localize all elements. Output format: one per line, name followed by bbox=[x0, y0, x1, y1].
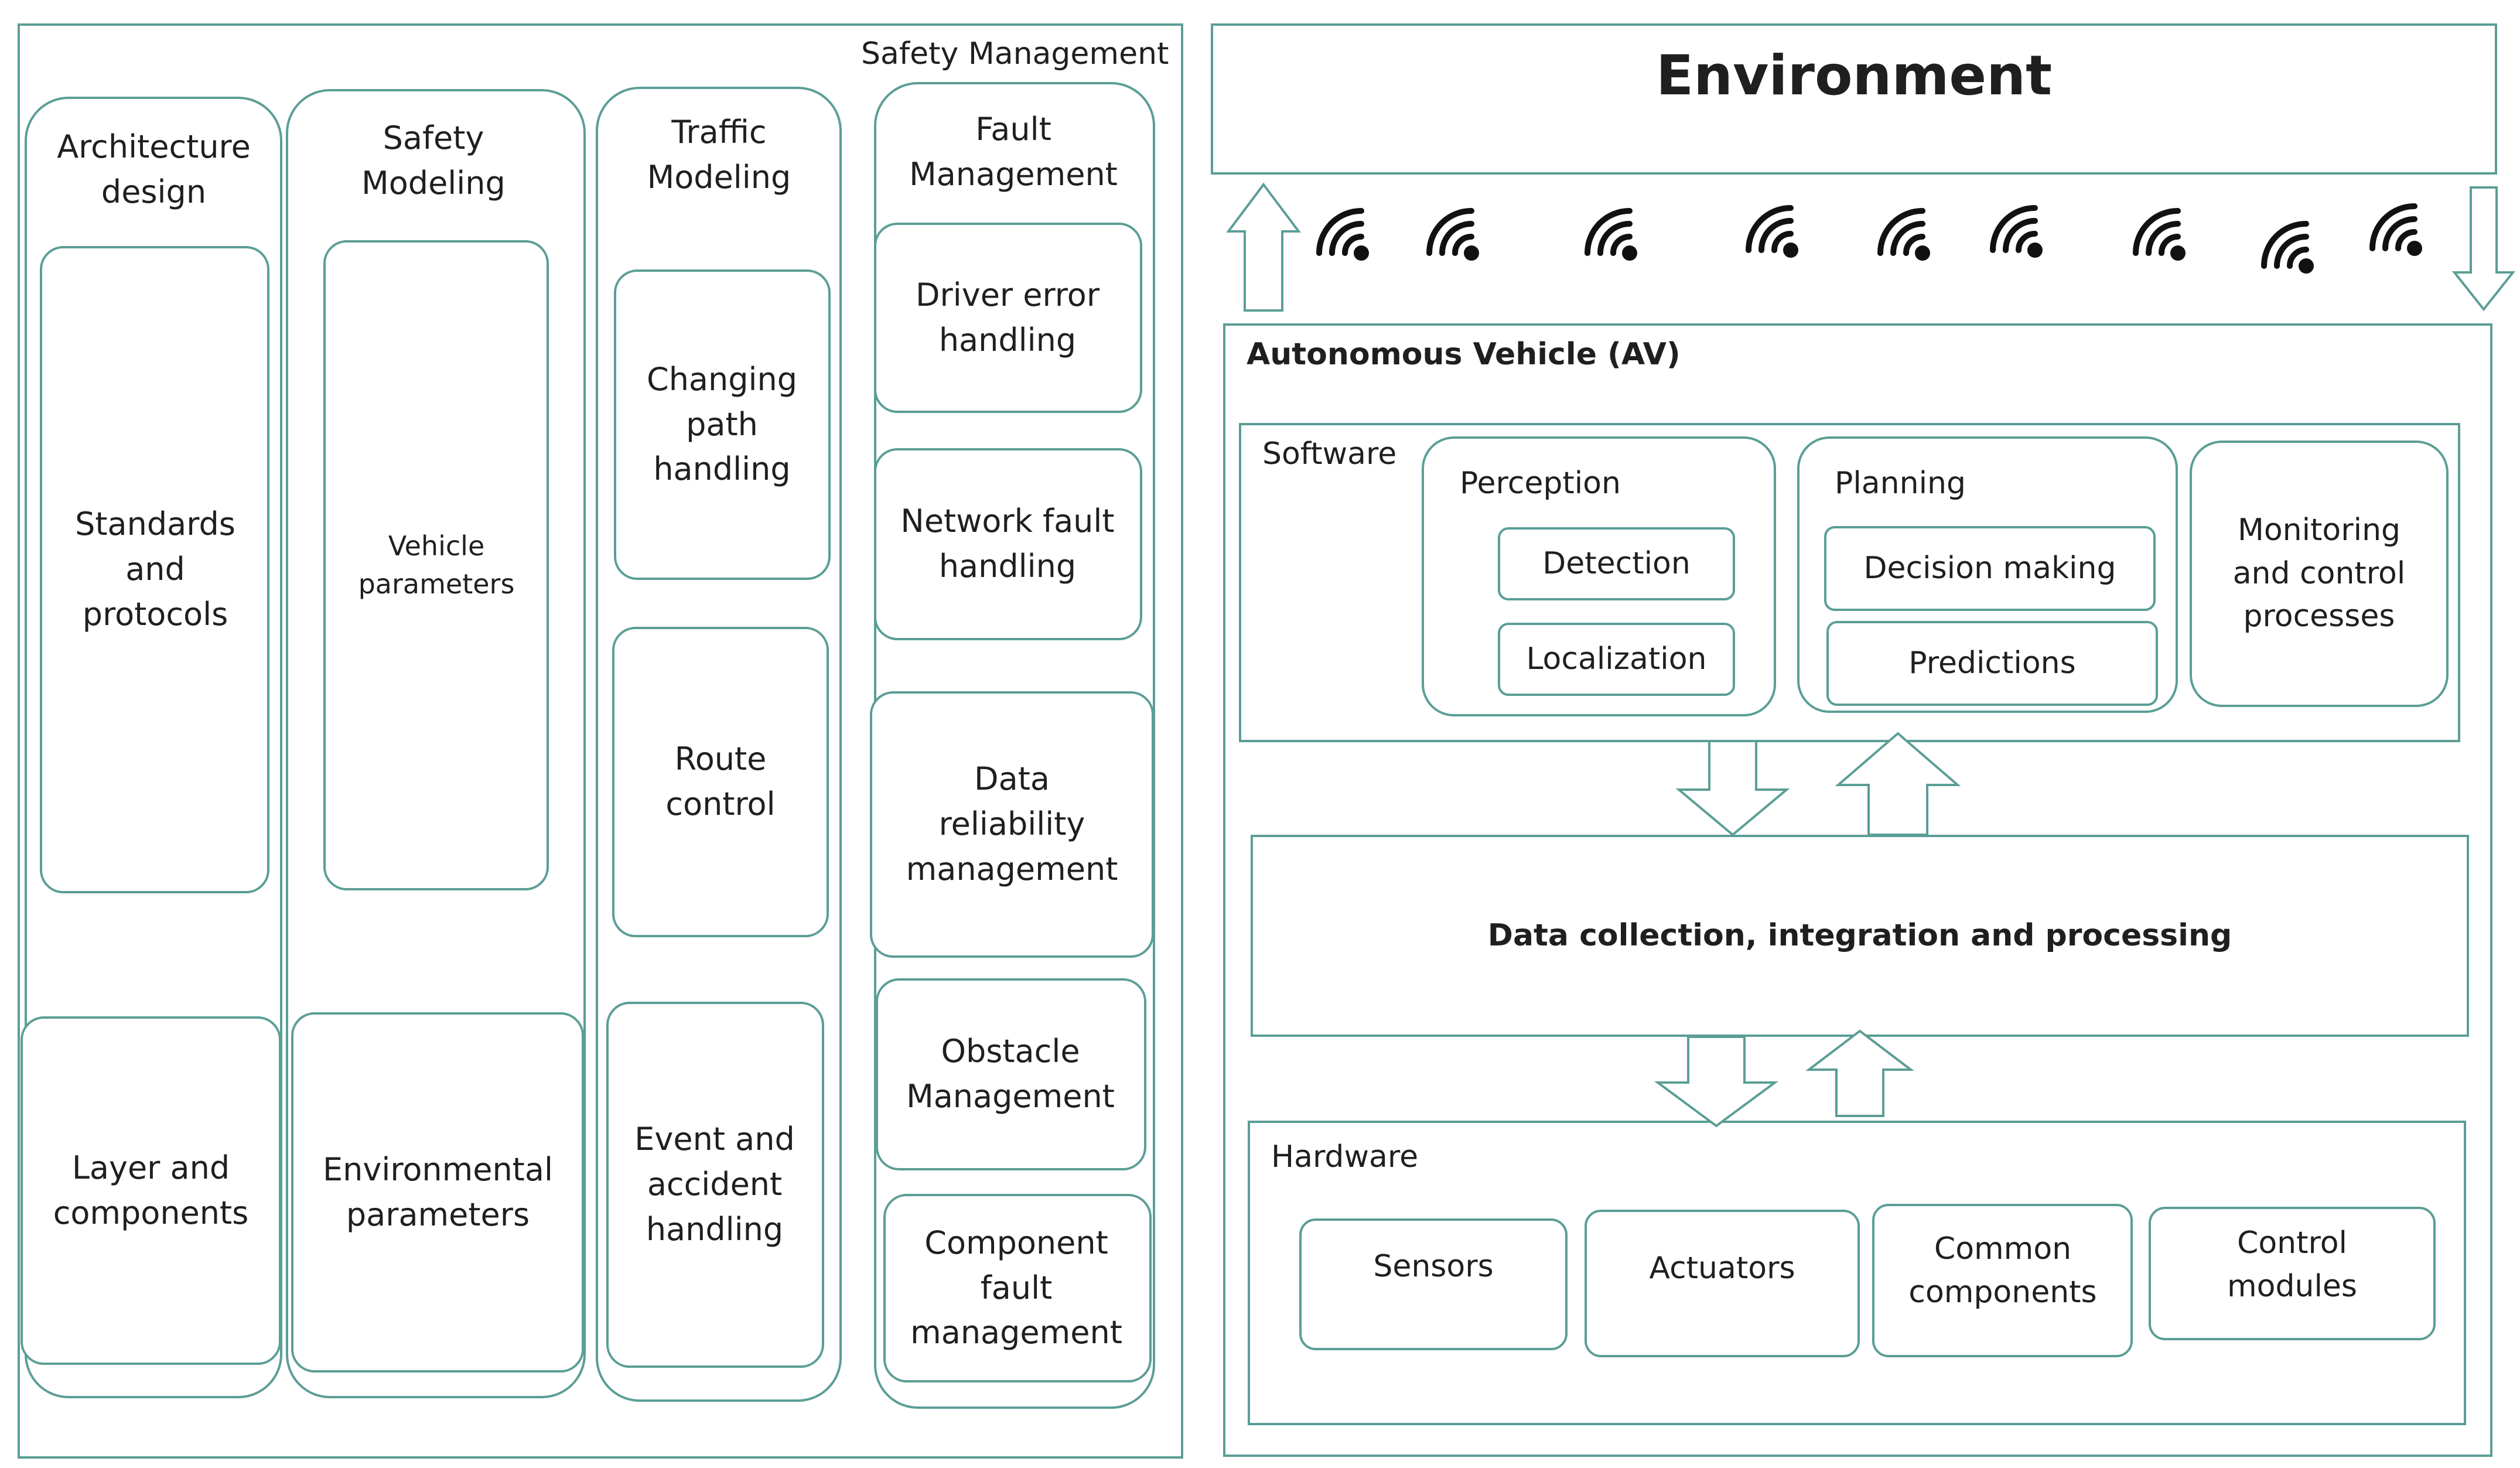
architecture-title: Architecture design bbox=[57, 128, 251, 210]
traffic-modeling-item-event-label: Event and accident handling bbox=[634, 1121, 795, 1248]
monitoring-label: Monitoring and control processes bbox=[2232, 512, 2406, 634]
av-title: Autonomous Vehicle (AV) bbox=[1247, 337, 1681, 372]
hardware-item-actuators bbox=[1585, 1210, 1860, 1357]
data-collection-label: Data collection, integration and process… bbox=[1487, 917, 2232, 953]
planning-item-predictions-label: Predictions bbox=[1908, 645, 2076, 681]
fault-item-data-reliability bbox=[870, 691, 1154, 958]
wifi-signal-icon bbox=[2136, 211, 2186, 261]
wifi-signal-icon bbox=[1319, 211, 1369, 261]
wifi-signal-icon bbox=[1749, 208, 1798, 258]
perception-item-localization-label: Localization bbox=[1526, 641, 1707, 677]
hardware-item-control-label: Control modules bbox=[2227, 1225, 2357, 1304]
hardware-item-control bbox=[2149, 1207, 2436, 1340]
planning-item-predictions bbox=[1826, 621, 2158, 706]
hardware-item-sensors bbox=[1299, 1218, 1568, 1350]
safety-modeling-item-vehicle-label: Vehicle parameters bbox=[358, 530, 515, 600]
architecture-item-layers-label: Layer and components bbox=[53, 1149, 249, 1231]
down-arrow-icon bbox=[1654, 1036, 1779, 1128]
wifi-signal-icon bbox=[1993, 208, 2043, 258]
fault-item-driver-error bbox=[874, 223, 1142, 413]
fault-item-obstacle-label: Obstacle Management bbox=[906, 1033, 1115, 1115]
fault-item-component bbox=[883, 1194, 1152, 1382]
perception-item-localization bbox=[1498, 623, 1735, 696]
wifi-signal-icon bbox=[1587, 211, 1637, 261]
software-label: Software bbox=[1262, 436, 1397, 472]
traffic-modeling-item-event bbox=[606, 1002, 824, 1368]
traffic-modeling-item-path bbox=[614, 269, 831, 580]
fault-item-network bbox=[874, 448, 1142, 640]
down-arrow-icon bbox=[2451, 186, 2516, 312]
fault-item-network-label: Network fault handling bbox=[900, 503, 1115, 585]
traffic-modeling-title: Traffic Modeling bbox=[647, 114, 791, 196]
perception-item-detection bbox=[1498, 527, 1735, 600]
wifi-signal-icon bbox=[1880, 211, 1930, 261]
perception-item-detection-label: Detection bbox=[1542, 545, 1691, 581]
fault-item-component-label: Component fault management bbox=[910, 1224, 1122, 1351]
traffic-modeling-item-path-label: Changing path handling bbox=[646, 360, 798, 488]
up-arrow-icon bbox=[1835, 732, 1961, 836]
safety-modeling-item-environmental bbox=[291, 1012, 584, 1373]
data-collection-panel bbox=[1251, 835, 2469, 1037]
hardware-label: Hardware bbox=[1271, 1139, 1419, 1175]
traffic-modeling-item-route-label: Route control bbox=[665, 740, 776, 822]
down-arrow-icon bbox=[1675, 740, 1790, 837]
fault-item-data-reliability-label: Data reliability management bbox=[906, 760, 1118, 887]
environment-title: Environment bbox=[1655, 44, 2053, 108]
architecture-item-layers bbox=[21, 1016, 281, 1365]
wifi-signal-icon bbox=[2372, 206, 2422, 256]
architecture-item-standards-label: Standards and protocols bbox=[75, 506, 235, 633]
planning-item-decision-label: Decision making bbox=[1863, 550, 2116, 586]
traffic-modeling-item-route bbox=[612, 627, 829, 937]
hardware-item-common-label: Common components bbox=[1908, 1231, 2097, 1310]
fault-item-driver-error-label: Driver error handling bbox=[915, 276, 1100, 359]
environment-panel bbox=[1211, 23, 2497, 175]
up-arrow-icon bbox=[1226, 182, 1301, 312]
safety-modeling-item-vehicle bbox=[323, 240, 549, 890]
hardware-item-sensors-label: Sensors bbox=[1373, 1248, 1494, 1284]
fault-item-obstacle bbox=[876, 978, 1146, 1170]
up-arrow-icon bbox=[1805, 1029, 1914, 1117]
wifi-signal-icon bbox=[2264, 224, 2314, 274]
wifi-signal-icon bbox=[1429, 211, 1479, 261]
safety-modeling-item-environmental-label: Environmental parameters bbox=[323, 1150, 553, 1233]
safety-management-title: Safety Management bbox=[861, 36, 1169, 71]
fault-management-title: Fault Management bbox=[909, 111, 1118, 193]
planning-item-decision bbox=[1824, 526, 2156, 611]
monitoring-box bbox=[2190, 441, 2449, 707]
architecture-item-standards bbox=[40, 246, 269, 893]
perception-title: Perception bbox=[1460, 466, 1621, 501]
hardware-item-common bbox=[1872, 1204, 2133, 1357]
planning-title: Planning bbox=[1835, 466, 1966, 501]
safety-modeling-title: Safety Modeling bbox=[361, 120, 506, 202]
hardware-item-actuators-label: Actuators bbox=[1649, 1251, 1795, 1286]
